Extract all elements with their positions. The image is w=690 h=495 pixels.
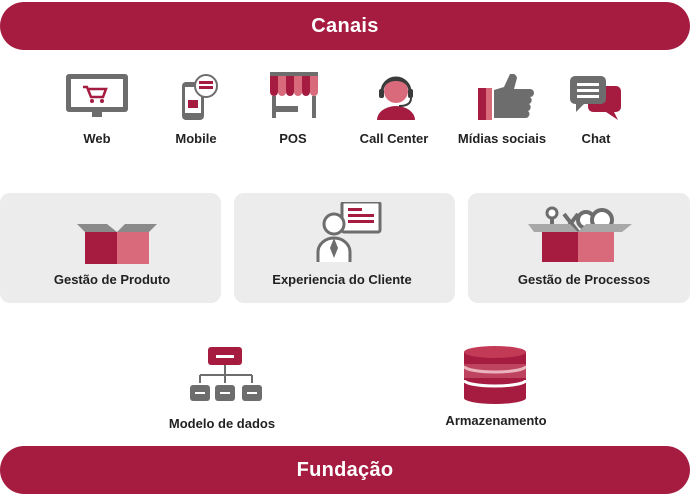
channel-label-chat: Chat bbox=[581, 131, 611, 146]
label-data-model: Modelo de dados bbox=[168, 416, 276, 431]
process-gears-box-icon bbox=[528, 206, 632, 262]
headset-agent-icon bbox=[377, 76, 415, 120]
channel-label-mobile: Mobile bbox=[175, 131, 217, 146]
foundation-title: Fundação bbox=[296, 458, 394, 481]
channels-title: Canais bbox=[311, 14, 379, 37]
chat-bubbles-icon bbox=[570, 76, 621, 120]
thumbs-up-icon bbox=[478, 74, 534, 120]
channel-label-call-center: Call Center bbox=[359, 131, 429, 146]
label-customer-experience: Experiencia do Cliente bbox=[272, 272, 412, 287]
channels-banner: Canais bbox=[0, 2, 690, 50]
mobile-phone-icon bbox=[182, 74, 218, 120]
label-storage: Armazenamento bbox=[445, 413, 547, 428]
label-product-management: Gestão de Produto bbox=[53, 272, 171, 287]
channel-label-web: Web bbox=[83, 131, 111, 146]
label-process-management: Gestão de Processos bbox=[517, 272, 651, 287]
data-model-tree-icon bbox=[190, 347, 262, 401]
monitor-cart-icon bbox=[66, 74, 128, 117]
store-front-icon bbox=[270, 72, 318, 118]
product-box-icon bbox=[77, 224, 157, 264]
database-storage-icon bbox=[464, 346, 526, 404]
foundation-banner: Fundação bbox=[0, 446, 690, 494]
customer-presentation-icon bbox=[316, 202, 382, 262]
channel-label-pos: POS bbox=[279, 131, 307, 146]
channel-label-social-media: Mídias sociais bbox=[457, 131, 547, 146]
